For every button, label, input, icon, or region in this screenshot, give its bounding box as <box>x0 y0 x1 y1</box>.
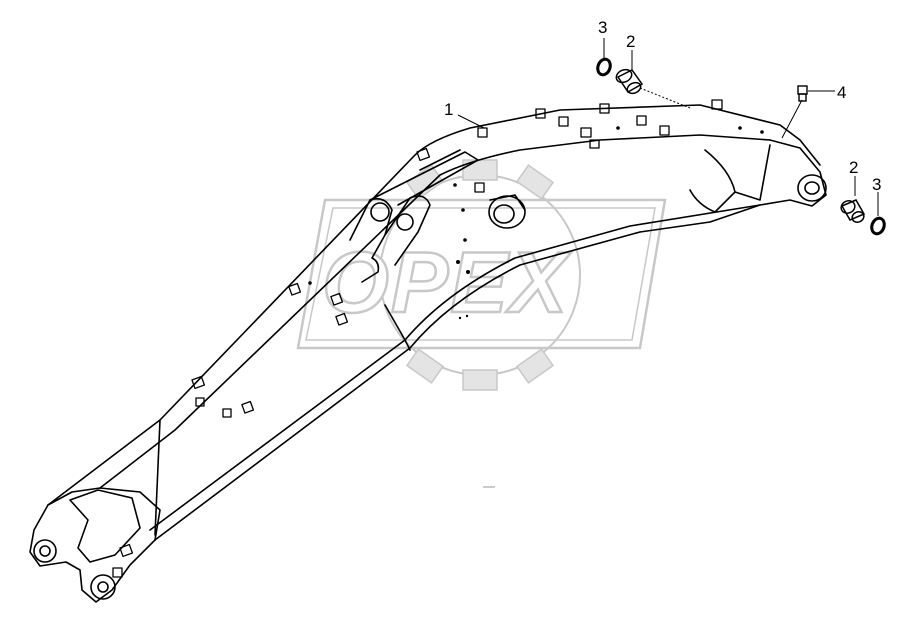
boom-head-slot <box>689 144 771 213</box>
bushing-left <box>615 68 644 95</box>
head-boss <box>797 174 827 202</box>
bracket-pin-hole-2 <box>396 213 414 231</box>
boom-top-edge <box>47 104 821 506</box>
boom-foot-slot <box>69 489 141 563</box>
bracket-top-plate <box>369 149 479 206</box>
foot-pin-hole-left <box>33 539 57 563</box>
bushing-right <box>840 199 866 223</box>
callout-bushing-right: 2 <box>849 158 858 177</box>
boom-boss-inner <box>493 204 515 224</box>
callout-labels: 1 2 3 4 2 3 <box>444 18 881 194</box>
bracket-pin-hole-1 <box>370 202 390 222</box>
boom-head <box>639 139 827 233</box>
boom-bolts <box>308 126 764 320</box>
foot-pin-hole-left-inner <box>39 545 51 557</box>
oring-left <box>596 57 612 77</box>
opex-watermark: OPEX <box>296 159 667 391</box>
boom-boss-base <box>489 194 526 211</box>
boom-body <box>29 99 827 603</box>
foot-pin-hole-right-inner <box>97 581 109 593</box>
leader-lines <box>457 38 879 216</box>
boom-side-web <box>154 304 411 536</box>
boom-top-inner-edge <box>99 134 771 489</box>
callout-oring-right: 3 <box>872 175 881 194</box>
callout-grease-fitting: 4 <box>837 83 846 102</box>
callout-boom: 1 <box>444 100 453 119</box>
grease-fitting <box>797 85 808 102</box>
boom-bottom-edge-2 <box>149 204 761 531</box>
boom-foot <box>29 487 161 603</box>
foot-pin-hole-right <box>90 574 116 600</box>
boom-bottom-edge <box>154 231 641 541</box>
watermark-gear <box>379 159 581 391</box>
callout-oring-left: 3 <box>598 18 607 37</box>
pipe-clamps <box>112 99 723 578</box>
watermark-brand-text: OPEX <box>322 235 572 331</box>
oring-right <box>870 216 886 236</box>
callout-bushing-left: 2 <box>626 32 635 51</box>
head-boss-inner <box>804 181 820 195</box>
